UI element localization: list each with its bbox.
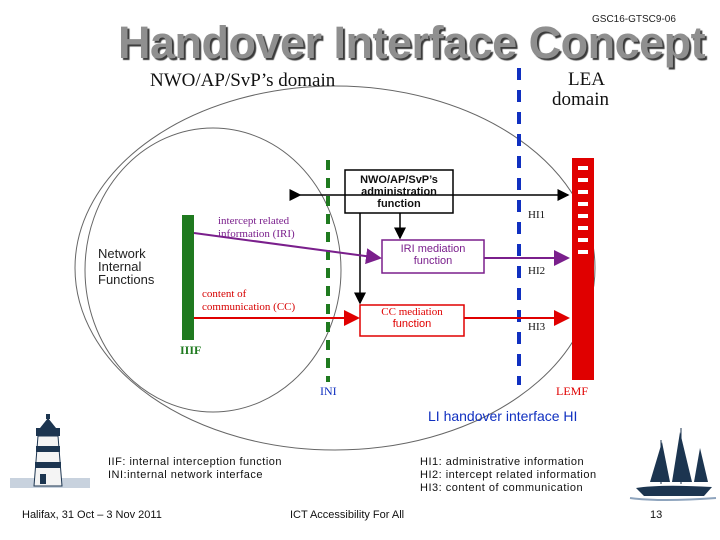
nwo-domain-ellipse — [74, 85, 596, 451]
admin-label-line-2: administration — [361, 186, 437, 198]
legend-hi3: HI3: content of communication — [420, 482, 584, 494]
inner-network-ellipse — [84, 127, 342, 413]
document-id: GSC16-GTSC9-06 — [592, 14, 676, 25]
footer-location-date: Halifax, 31 Oct – 3 Nov 2011 — [22, 509, 162, 521]
lemf-label: LEMF — [556, 384, 589, 398]
legend-right: HI1: administrative information HI2: int… — [420, 456, 597, 495]
cc-label-line-2: communication (CC) — [202, 301, 296, 313]
iri-label-line-1: intercept related — [218, 215, 290, 227]
lea-domain-label-1: LEA — [568, 69, 605, 90]
iif-bar — [182, 215, 194, 340]
sailing-ship-logo — [629, 428, 717, 501]
page-title: Handover Interface Concept — [118, 17, 706, 68]
legend-iif: IIF: internal interception function — [108, 456, 283, 468]
page-number: 13 — [650, 509, 663, 521]
hi3-label: HI3 — [528, 321, 546, 333]
admin-label-line-1: NWO/AP/SvP’s — [360, 174, 438, 186]
network-internal-line-3: Functions — [98, 272, 155, 287]
legend-hi1: HI1: administrative information — [420, 456, 585, 468]
legend-hi2: HI2: intercept related information — [420, 469, 597, 481]
cc-mediation-box — [359, 304, 465, 337]
cc-mediation-label: CC mediation function — [360, 306, 464, 330]
legend-left: IIF: internal interception function INI:… — [108, 456, 282, 482]
cc-mediation-sub: function — [392, 318, 432, 330]
ini-label: INI — [320, 384, 337, 398]
cc-label-line-1: content of — [202, 288, 247, 300]
lighthouse-logo — [10, 414, 90, 488]
nwo-domain-label: NWO/AP/SvP’s domain — [150, 70, 336, 91]
lemf-bar-dashes — [578, 166, 588, 254]
iif-label: IIIF — [180, 343, 202, 357]
iri-arrow-label: intercept related information (IRI) — [218, 215, 295, 241]
cc-arrow-label: content of communication (CC) — [202, 288, 295, 314]
li-handover-label: LI handover interface HI — [428, 408, 578, 424]
lemf-bar — [572, 158, 594, 380]
network-internal-line-2: Internal — [98, 259, 142, 274]
iri-mediation-line-1: IRI mediation — [400, 243, 466, 255]
admin-function-label: NWO/AP/SvP’s administration function — [345, 174, 453, 210]
cc-mediation-title: CC mediation — [381, 306, 443, 318]
hi2-label: HI2 — [528, 265, 546, 277]
iri-mediation-line-2: function — [413, 255, 453, 267]
iri-label-line-2: information (IRI) — [218, 228, 295, 240]
lea-domain-label-2: domain — [552, 89, 609, 110]
iri-mediation-box — [381, 239, 485, 274]
legend-ini: INI:internal network interface — [108, 469, 264, 481]
iri-arrow — [193, 232, 382, 265]
hi1-label: HI1 — [528, 209, 546, 221]
network-internal-line-1: Network — [98, 246, 146, 261]
iri-mediation-label: IRI mediation function — [382, 243, 484, 267]
network-internal-functions-label: Network Internal Functions — [98, 247, 154, 286]
footer-center-text: ICT Accessibility For All — [290, 509, 405, 521]
admin-label-line-3: function — [377, 198, 421, 210]
